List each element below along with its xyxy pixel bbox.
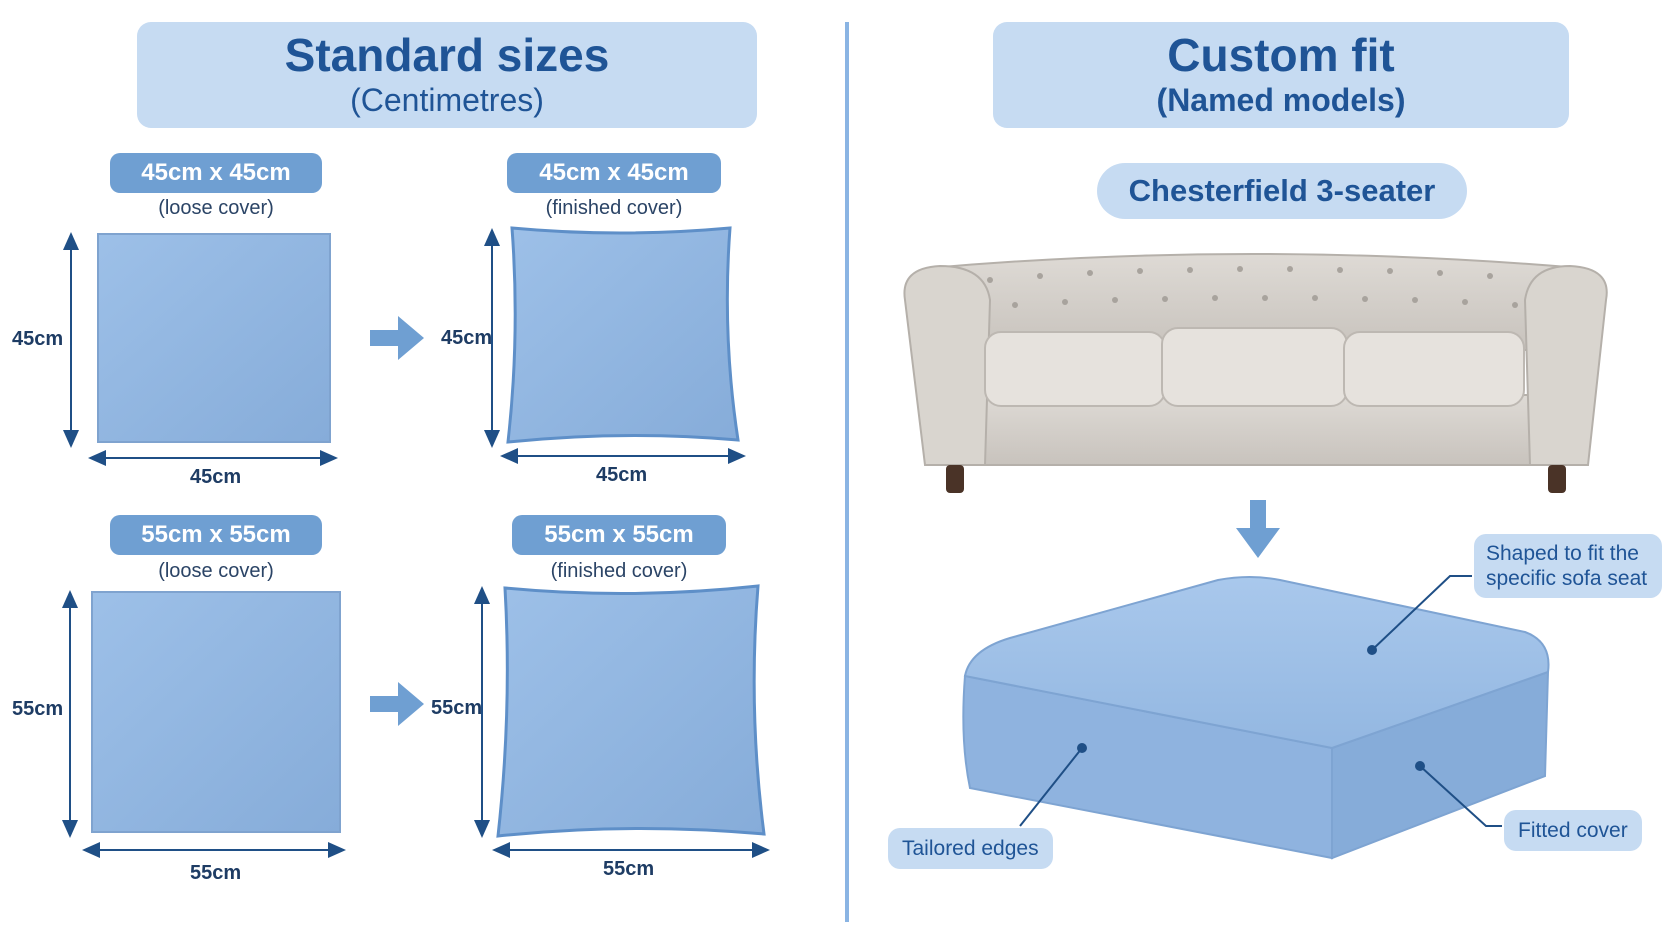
width-label-55-loose: 55cm [190,862,242,884]
standard-sizes-title: Standard sizes [284,28,610,81]
callout-leaders [1019,575,1502,827]
arrow-right-icon [370,316,424,360]
loose-cover-55 [91,591,341,833]
chesterfield-sofa-image [903,253,1608,493]
size-pill-45-loose: 45cm x 45cm [110,153,322,193]
width-label-45-loose: 45cm [190,466,242,488]
size-pill-55-loose: 55cm x 55cm [110,515,322,555]
height-label-45-loose: 45cm [12,328,64,350]
callout-tailored-edges: Tailored edges [888,828,1053,870]
standard-sizes-header: Standard sizes (Centimetres) [137,22,757,128]
height-label-55-finished: 55cm [431,697,483,719]
width-label-55-finished: 55cm [603,858,655,880]
caption-55-loose: (loose cover) [158,560,274,582]
custom-fit-title: Custom fit [1167,28,1395,81]
height-label-45-finished: 45cm [441,327,493,349]
custom-fit-header: Custom fit (Named models) [993,22,1569,128]
custom-fit-subtitle: (Named models) [1156,81,1406,118]
size-pill-45-finished: 45cm x 45cm [507,153,721,193]
width-label-45-finished: 45cm [596,464,648,486]
fitted-seat-cushion-image [962,576,1550,860]
model-name-pill: Chesterfield 3-seater [1097,163,1467,219]
caption-45-loose: (loose cover) [158,197,274,219]
finished-pillow-55 [496,584,766,838]
arrow-down-icon [1236,500,1280,558]
caption-55-finished: (finished cover) [550,560,688,582]
callout-fitted-cover: Fitted cover [1504,810,1642,852]
finished-pillow-45 [506,226,740,444]
standard-sizes-subtitle: (Centimetres) [350,81,544,118]
caption-45-finished: (finished cover) [545,197,683,219]
loose-cover-45 [97,233,331,443]
arrow-right-icon [370,682,424,726]
size-pill-55-finished: 55cm x 55cm [512,515,726,555]
height-label-55-loose: 55cm [12,698,64,720]
panel-divider [845,22,849,922]
callout-shaped-to-fit: Shaped to fit the specific sofa seat [1474,534,1662,599]
